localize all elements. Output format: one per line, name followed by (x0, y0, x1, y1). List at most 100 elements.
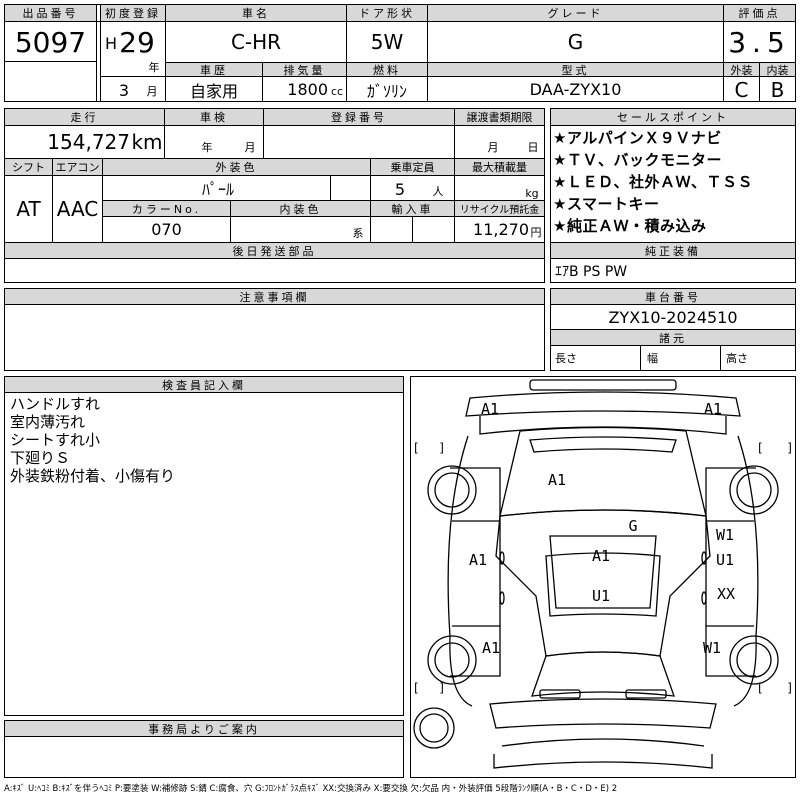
mark-roof-u: U1 (591, 587, 611, 605)
reg-month: 3 (118, 80, 130, 100)
capacity-label: 乗車定員 (371, 159, 454, 175)
chassis-value: ZYX10-2024510 (608, 307, 738, 327)
name-label: 車名 (166, 5, 346, 21)
reg-label: 初度登録 (101, 5, 165, 21)
office-label: 事務局よりご案内 (5, 721, 403, 736)
sales-point: ★純正ＡＷ・積み込み (553, 217, 707, 235)
sales-point: ★アルパインＸ９Ｖナビ (553, 129, 722, 147)
equip-label: 純正装備 (551, 243, 795, 258)
bracket-right-front: [ (756, 441, 764, 455)
roof (545, 552, 661, 617)
door-type: 5W (370, 30, 404, 54)
bracket-left-rear: [ (412, 681, 420, 695)
lot-number: 5097 (14, 25, 87, 59)
history-value: 自家用 (189, 81, 238, 101)
model-label: 型式 (428, 63, 723, 76)
history-label: 車歴 (166, 63, 262, 76)
load-unit: kg (525, 186, 539, 200)
sales-point: ★スマートキー (553, 195, 660, 213)
sales-point: ★ＬＥＤ、社外ＡＷ、ＴＳＳ (553, 173, 753, 191)
wheel-front-left (427, 465, 477, 515)
trunk (531, 651, 675, 697)
mark-right-front-door: U1 (715, 551, 735, 569)
fuel-value: ｶﾞｿﾘﾝ (366, 81, 407, 101)
int-color-label: 内装色 (231, 201, 370, 216)
inspection-label: 車検 (165, 109, 263, 125)
body-right (733, 435, 759, 707)
mark-front-left: A1 (480, 400, 500, 418)
mark-right-front-fender: W1 (715, 526, 735, 544)
mark-hood: A1 (547, 471, 567, 489)
int-color-unit: 系 (352, 227, 364, 240)
dims-label: 諸元 (551, 330, 795, 345)
equip-value: ｴｱB PS PW (555, 263, 628, 280)
sales-list: ★アルパインＸ９Ｖナビ ★ＴＶ、バックモニター ★ＬＥＤ、社外ＡＷ、ＴＳＳ ★ス… (553, 127, 793, 237)
color-label: 外装色 (103, 159, 370, 175)
ext-grade: C (734, 77, 749, 102)
wheel-rear-right (729, 635, 779, 685)
door-label: ドア形状 (347, 5, 427, 21)
spare-wheel (413, 707, 455, 749)
inspector-note: 下廻りＳ (10, 449, 71, 467)
inspector-note: 外装鉄粉付着、小傷有り (10, 467, 176, 485)
mark-left-rear: A1 (481, 639, 501, 657)
mark-roof-g: G (628, 517, 638, 535)
reg-year-unit: 年 (148, 61, 160, 74)
bracket-left-front: [ (412, 441, 420, 455)
front-bumper (465, 391, 741, 417)
capacity-value: 5 (394, 179, 406, 199)
mark-right-rear-door: XX (716, 585, 736, 603)
color-no-label: カラーNo. (103, 201, 230, 216)
cabin (495, 509, 711, 657)
mileage-unit: km (132, 130, 162, 154)
inspector-notes: ハンドルすれ 室内薄汚れ シートすれ小 下廻りＳ 外装鉄粉付着、小傷有り (10, 395, 400, 485)
bracket-right-front-close: ] (786, 441, 794, 455)
recycle-unit: 円 (530, 226, 542, 239)
insp-month-unit: 月 (244, 141, 256, 154)
reg-month-unit: 月 (146, 85, 158, 98)
width-label: 幅 (647, 352, 658, 365)
body-left (447, 435, 473, 707)
reg-era: H (104, 33, 118, 53)
reg-year: 29 (119, 25, 155, 59)
shift-value: AT (16, 197, 41, 221)
car-name: C-HR (230, 30, 282, 54)
inspector-label: 検査員記入欄 (5, 377, 403, 392)
notice-label: 注意事項欄 (5, 289, 544, 304)
ext-label: 外装 (724, 63, 759, 76)
sales-point: ★ＴＶ、バックモニター (553, 151, 722, 169)
recycle-label: リサイクル預託金 (455, 201, 544, 216)
bracket-left-front-close: ] (438, 441, 446, 455)
transfer-label: 譲渡書類期限 (455, 109, 544, 125)
score-value: 3.5 (728, 25, 791, 59)
ac-label: エアコン (53, 159, 102, 175)
grade-value: G (567, 30, 584, 54)
rear-bumper (489, 698, 717, 729)
front-bumper-top (529, 379, 677, 391)
legend: A:ｷｽﾞ U:ﾍｺﾐ B:ｷｽﾞを伴うﾍｺﾐ P:要塗装 W:補修跡 S:錆 … (4, 784, 618, 794)
later-parts-label: 後日発送部品 (5, 243, 544, 258)
color-value: ﾊﾟｰﾙ (201, 180, 234, 199)
mark-front-right: A1 (703, 400, 723, 418)
color-no-value: 070 (151, 220, 182, 239)
bracket-right-rear: [ (756, 681, 764, 695)
inspector-note: シートすれ小 (10, 431, 101, 449)
length-label: 長さ (555, 352, 577, 365)
disp-unit: cc (330, 84, 344, 98)
mark-roof-a: A1 (591, 547, 611, 565)
mileage-value: 154,727 (47, 130, 130, 154)
car-diagram-box (410, 376, 796, 778)
recycle-value: 11,270 (473, 220, 529, 239)
lot-label: 出品番号 (5, 5, 96, 21)
int-label: 内装 (760, 63, 795, 76)
transfer-day-unit: 日 (527, 141, 539, 154)
transfer-month-unit: 月 (487, 141, 499, 154)
grade-label: グレード (428, 5, 723, 21)
ac-value: AAC (56, 197, 99, 221)
bracket-right-rear-close: ] (786, 681, 794, 695)
mileage-label: 走行 (5, 109, 164, 125)
chassis-label: 車台番号 (551, 289, 795, 304)
int-grade: B (770, 77, 785, 102)
plate-label: 登録番号 (264, 109, 454, 125)
sales-label: セールスポイント (551, 109, 795, 125)
